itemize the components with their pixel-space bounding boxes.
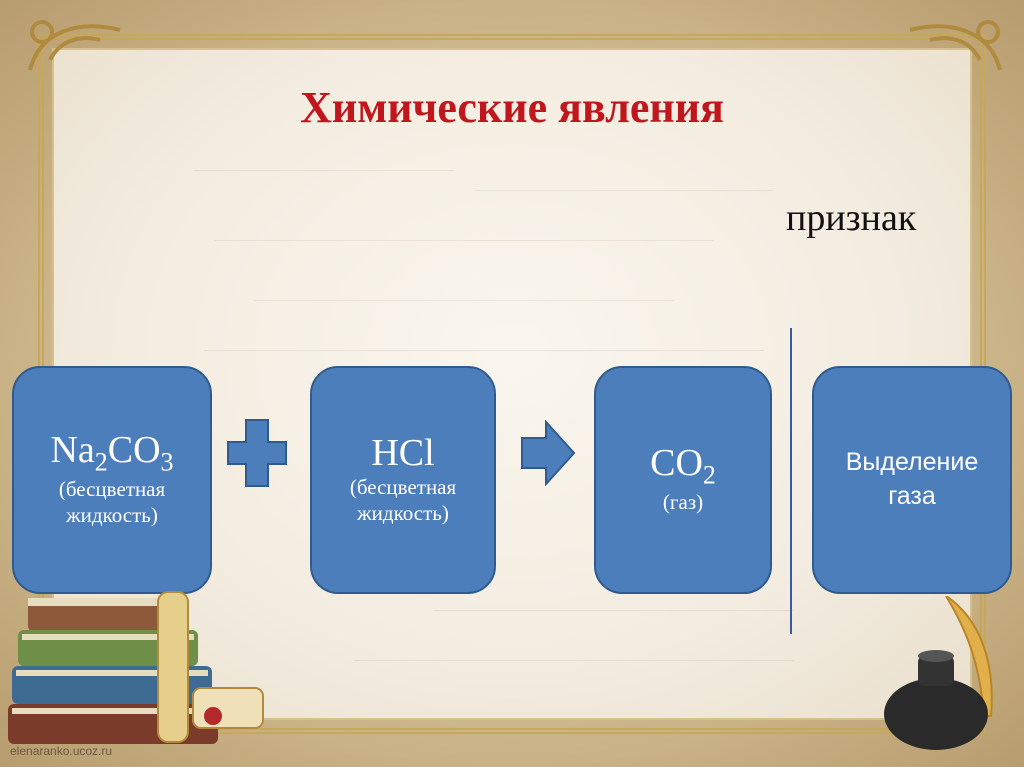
reactant1-note-line-1: (бесцветная bbox=[58, 477, 166, 502]
inkwell-quill-decoration bbox=[884, 596, 993, 750]
reactant-box-hydrochloric-acid: HCl (бесцветная жидкость) bbox=[310, 366, 496, 594]
reactant2-note-line-2: жидкость) bbox=[357, 500, 449, 525]
plus-icon bbox=[227, 419, 287, 487]
sign-box-gas-release: Выделение газа bbox=[812, 366, 1012, 594]
reactant1-note-line-2: жидкость) bbox=[66, 503, 158, 528]
formula-co2: CO2 bbox=[650, 442, 716, 491]
sign-line-1: Выделение bbox=[845, 448, 979, 477]
watermark-text: elenaranko.ucoz.ru bbox=[10, 744, 113, 758]
reactant-box-sodium-carbonate: Na2CO3 (бесцветная жидкость) bbox=[12, 366, 212, 594]
product-box-carbon-dioxide: CO2 (газ) bbox=[594, 366, 772, 594]
reactant2-note-line-1: (бесцветная bbox=[349, 474, 457, 499]
sign-heading: признак bbox=[786, 197, 917, 239]
arrow-right-icon bbox=[521, 420, 576, 486]
corner-ornament-top-left bbox=[28, 20, 121, 71]
vertical-divider bbox=[790, 328, 792, 634]
corner-ornament-top-right bbox=[909, 20, 1002, 71]
books-decoration bbox=[8, 591, 264, 744]
product-note: (газ) bbox=[662, 490, 704, 515]
slide-title: Химические явления bbox=[300, 83, 724, 132]
formula-na2co3: Na2CO3 bbox=[50, 429, 174, 477]
sign-line-2: газа bbox=[888, 482, 936, 510]
formula-hcl: HCl bbox=[371, 431, 435, 474]
